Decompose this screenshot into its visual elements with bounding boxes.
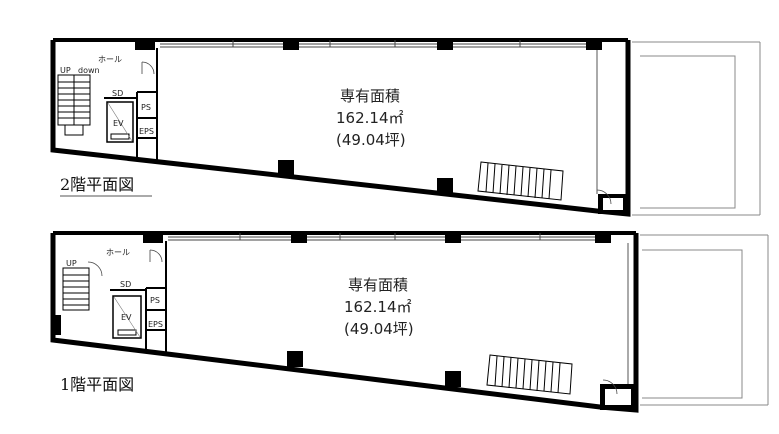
floor-title-1f: 1階平面図 — [60, 375, 134, 394]
hall-label-2f: ホール — [98, 55, 122, 64]
area-label-2f: 専有面積 — [340, 87, 400, 105]
area-tsubo-1f: (49.04坪) — [344, 320, 414, 338]
louver-1f — [486, 354, 573, 395]
sd-label-2f: SD — [112, 89, 123, 98]
window-band-1f — [168, 233, 600, 241]
core-walls-2f — [104, 48, 158, 160]
stairs-2f — [57, 74, 91, 136]
ev-label-1f: EV — [121, 313, 132, 322]
area-tsubo-2f: (49.04坪) — [336, 131, 406, 149]
louver-2f — [477, 161, 564, 201]
stairs-1f — [62, 267, 90, 311]
floor-title-2f: 2階平面図 — [60, 175, 134, 194]
core-walls-1f — [110, 241, 167, 352]
stair-down-label-2f: down — [78, 66, 100, 75]
hall-label-1f: ホール — [106, 248, 130, 257]
ps-label-2f: PS — [141, 103, 151, 112]
area-sqm-1f: 162.14㎡ — [344, 298, 412, 316]
sd-label-1f: SD — [120, 280, 131, 289]
stair-up-label-2f: UP — [60, 66, 71, 75]
eps-label-1f: EPS — [148, 320, 163, 329]
floor-plan-2f: ホール UP down SD EV PS EPS 専有面積 162.14㎡ (4… — [50, 38, 761, 217]
ev-label-2f: EV — [113, 119, 124, 128]
columns-2f — [135, 38, 628, 214]
stair-up-label-1f: UP — [66, 259, 77, 268]
floor-plan-1f: ホール UP SD EV PS EPS 専有面積 162.14㎡ (49.04坪… — [50, 231, 769, 413]
eps-label-2f: EPS — [139, 127, 154, 136]
columns-1f — [143, 231, 636, 410]
area-sqm-2f: 162.14㎡ — [336, 109, 404, 127]
wall-outline-2f — [50, 40, 631, 217]
window-band-2f — [160, 40, 590, 48]
ps-label-1f: PS — [150, 296, 160, 305]
area-label-1f: 専有面積 — [348, 276, 408, 294]
